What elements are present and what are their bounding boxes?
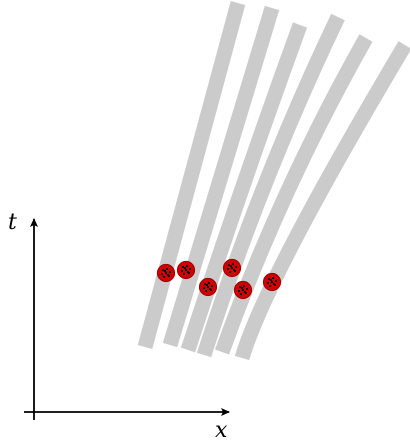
particle-dot — [267, 277, 271, 281]
particle-dot — [184, 268, 188, 272]
particle-dot — [183, 266, 187, 270]
particle-dot — [226, 267, 230, 271]
particles — [156, 258, 282, 300]
particle-dot — [242, 284, 246, 288]
t-axis-label: t — [8, 210, 17, 235]
particle-dot — [266, 281, 270, 285]
particle — [233, 280, 253, 300]
particle-dot — [163, 269, 167, 273]
particle-dot — [241, 288, 245, 292]
particle — [176, 260, 196, 280]
particle-dot — [231, 262, 235, 266]
particle-dot — [161, 268, 165, 272]
particle-dot — [245, 287, 249, 291]
particle-dot — [270, 280, 274, 284]
particle-dot — [202, 286, 206, 290]
particle-dot — [182, 272, 186, 276]
particle — [198, 277, 218, 297]
worldline-band — [214, 34, 373, 355]
particle-dot — [164, 271, 168, 275]
particle-dot — [268, 284, 272, 288]
particle-dot — [165, 267, 169, 271]
particle-dot — [207, 281, 211, 285]
particle-dot — [274, 279, 278, 283]
particle-dot — [205, 283, 209, 287]
particle-dot — [168, 270, 172, 274]
worldline-band — [162, 5, 280, 348]
particle-dot — [203, 282, 207, 286]
particle — [222, 258, 242, 278]
particle-dot — [181, 265, 185, 269]
worldline-band — [234, 41, 410, 361]
particle-dot — [229, 264, 233, 268]
particle-dot — [180, 269, 184, 273]
particle-dot — [186, 270, 190, 274]
particle-dot — [272, 282, 276, 286]
particle-dot — [160, 272, 164, 276]
particle-dot — [271, 276, 275, 280]
particle-dot — [269, 278, 273, 282]
particle-dot — [234, 265, 238, 269]
particle — [156, 263, 176, 283]
worldline-band — [137, 1, 246, 349]
particle-dot — [228, 270, 232, 274]
particle-dot — [237, 289, 241, 293]
particle-dot — [204, 289, 208, 293]
particle-dot — [239, 292, 243, 296]
particle-dot — [240, 286, 244, 290]
particle-dot — [206, 285, 210, 289]
x-axis-label: x — [215, 418, 228, 442]
worldline-band — [196, 13, 345, 358]
particle-dot — [162, 275, 166, 279]
particle — [262, 272, 282, 292]
worldline-band — [180, 22, 308, 353]
particle-dot — [243, 290, 247, 294]
particle-dot — [232, 268, 236, 272]
particle-dot — [188, 267, 192, 271]
worldline-bands — [137, 1, 410, 361]
particle-dot — [238, 285, 242, 289]
axes: x t — [8, 210, 230, 442]
particle-dot — [208, 287, 212, 291]
particle-dot — [185, 264, 189, 268]
particle-dot — [227, 263, 231, 267]
particle-dot — [230, 266, 234, 270]
particle-dot — [210, 284, 214, 288]
particle-dot — [166, 273, 170, 277]
